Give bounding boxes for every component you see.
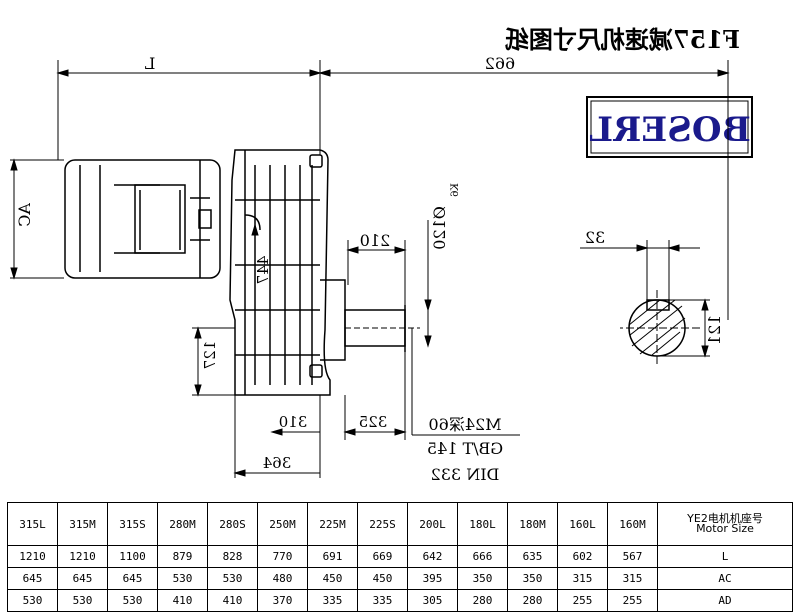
bottom-dimensions — [233, 352, 407, 478]
table-cell: 350 — [457, 567, 508, 590]
dim-121: 121 — [705, 315, 724, 346]
table-row-label: AC — [657, 567, 793, 590]
table-size-header: 180L — [457, 502, 508, 546]
table-cell: 255 — [607, 589, 658, 612]
table-header-label-en: Motor Size — [696, 522, 754, 535]
table-row-label: L — [657, 545, 793, 568]
table-cell: 567 — [607, 545, 658, 568]
dim-L: L — [144, 54, 155, 73]
dim-127-line — [192, 326, 235, 397]
dim-364: 364 — [263, 454, 292, 472]
table-cell: 645 — [57, 567, 108, 590]
table-size-header: 160L — [557, 502, 608, 546]
table-cell: 530 — [207, 567, 258, 590]
table-cell: 335 — [357, 589, 408, 612]
table-cell: 645 — [107, 567, 158, 590]
dim-662: 662 — [485, 54, 516, 73]
table-cell: 450 — [307, 567, 358, 590]
dim-bore: Ø120 — [430, 206, 449, 250]
dim-210: 210 — [360, 231, 391, 250]
dim-32: 32 — [585, 228, 605, 247]
table-cell: 645 — [7, 567, 58, 590]
table-cell: 635 — [507, 545, 558, 568]
dim-210-line — [346, 240, 407, 305]
shaft-section — [620, 290, 700, 366]
drawing-title: F157减速机尺寸图纸 — [505, 25, 740, 54]
table-size-header: 225M — [307, 502, 358, 546]
table-cell: 370 — [257, 589, 308, 612]
section-dimension-lines — [580, 240, 710, 358]
table-cell: 1210 — [7, 545, 58, 568]
thread-spec: M24深60 — [428, 415, 501, 434]
bore-dimension-line — [424, 220, 432, 348]
ac-dimension — [10, 158, 64, 280]
table-size-header: 315M — [57, 502, 108, 546]
output-shaft — [344, 305, 420, 352]
thread-callout-line — [411, 328, 520, 436]
table-cell: 410 — [157, 589, 208, 612]
dim-447-line — [251, 223, 259, 328]
table-cell: 1100 — [107, 545, 158, 568]
top-dimension — [56, 60, 730, 320]
dim-325: 325 — [359, 413, 388, 431]
table-size-header: 280S — [207, 502, 258, 546]
dim-AC: AC — [15, 202, 34, 227]
table-cell: 450 — [357, 567, 408, 590]
table-header-label-cn: YE2电机机座号 — [687, 512, 763, 525]
table-cell: 255 — [557, 589, 608, 612]
table-cell: 828 — [207, 545, 258, 568]
table-cell: 395 — [407, 567, 458, 590]
table-cell: 691 — [307, 545, 358, 568]
dim-bore-tolerance: K6 — [450, 183, 461, 197]
motor — [64, 159, 221, 279]
table-row-label: AD — [657, 589, 793, 612]
table-cell: 350 — [507, 567, 558, 590]
table-cell: 1210 — [57, 545, 108, 568]
table-cell: 335 — [307, 589, 358, 612]
table-cell: 666 — [457, 545, 508, 568]
dim-447: 447 — [254, 256, 272, 285]
table-size-header: 225S — [357, 502, 408, 546]
table-cell: 410 — [207, 589, 258, 612]
brand-logo: BOSERL — [586, 96, 753, 158]
table-cell: 642 — [407, 545, 458, 568]
table-cell: 480 — [257, 567, 308, 590]
table-cell: 770 — [257, 545, 308, 568]
table-size-header: 280M — [157, 502, 208, 546]
table-cell: 530 — [107, 589, 158, 612]
table-size-header: 160M — [607, 502, 658, 546]
dim-310: 310 — [279, 413, 308, 431]
table-cell: 530 — [157, 567, 208, 590]
table-cell: 879 — [157, 545, 208, 568]
gearbox-housing — [229, 149, 346, 396]
table-size-header: 250M — [257, 502, 308, 546]
brand-text: BOSERL — [589, 110, 751, 150]
table-size-header: 315L — [7, 502, 58, 546]
table-cell: 315 — [557, 567, 608, 590]
table-cell: 315 — [607, 567, 658, 590]
table-cell: 530 — [7, 589, 58, 612]
dim-127: 127 — [201, 341, 219, 370]
table-cell: 602 — [557, 545, 608, 568]
thread-standard-din: DIN 332 — [431, 465, 500, 484]
table-cell: 530 — [57, 589, 108, 612]
table-size-header: 180M — [507, 502, 558, 546]
thread-standard-gb: GB/T 145 — [427, 439, 503, 458]
table-cell: 280 — [507, 589, 558, 612]
table-cell: 280 — [457, 589, 508, 612]
table-size-header: 315S — [107, 502, 158, 546]
table-cell: 305 — [407, 589, 458, 612]
table-cell: 669 — [357, 545, 408, 568]
table-size-header: 200L — [407, 502, 458, 546]
